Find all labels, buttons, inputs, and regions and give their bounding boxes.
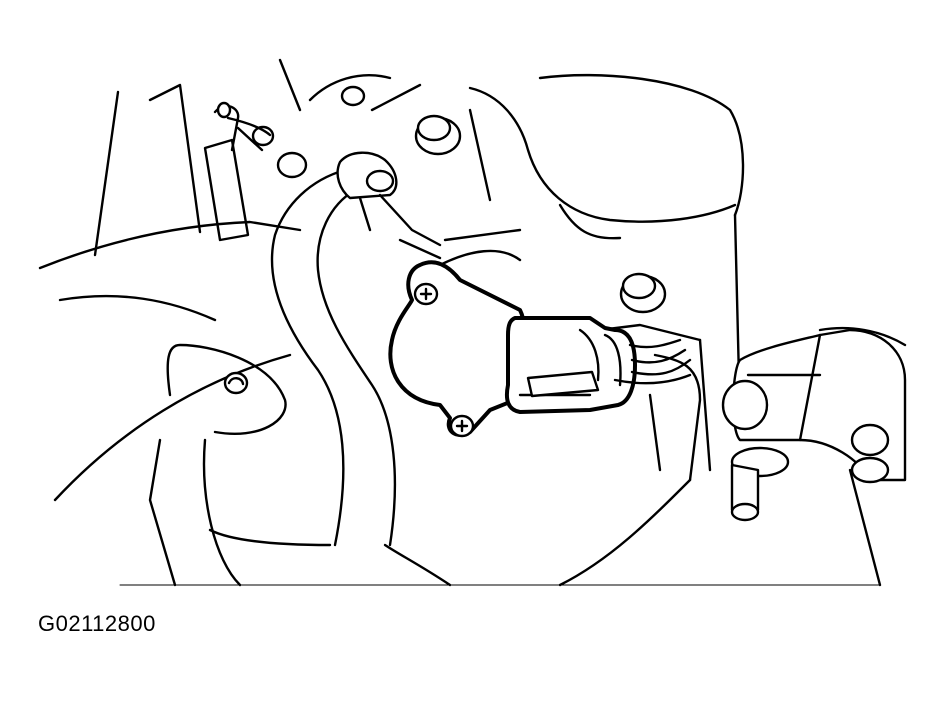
bracket-right bbox=[721, 328, 907, 522]
connector bbox=[504, 316, 637, 414]
hose-clamp bbox=[336, 151, 442, 247]
bolt-right bbox=[619, 272, 667, 314]
engine-sensor-illustration bbox=[38, 58, 907, 587]
figure-id-label: G02112800 bbox=[38, 611, 156, 636]
hose bbox=[208, 168, 452, 587]
wire-bundle bbox=[203, 101, 272, 242]
engine-block bbox=[38, 58, 907, 587]
sensor bbox=[388, 260, 528, 438]
bolt-upper bbox=[414, 114, 462, 156]
connector-wires bbox=[613, 338, 702, 482]
bolts bbox=[223, 85, 667, 395]
